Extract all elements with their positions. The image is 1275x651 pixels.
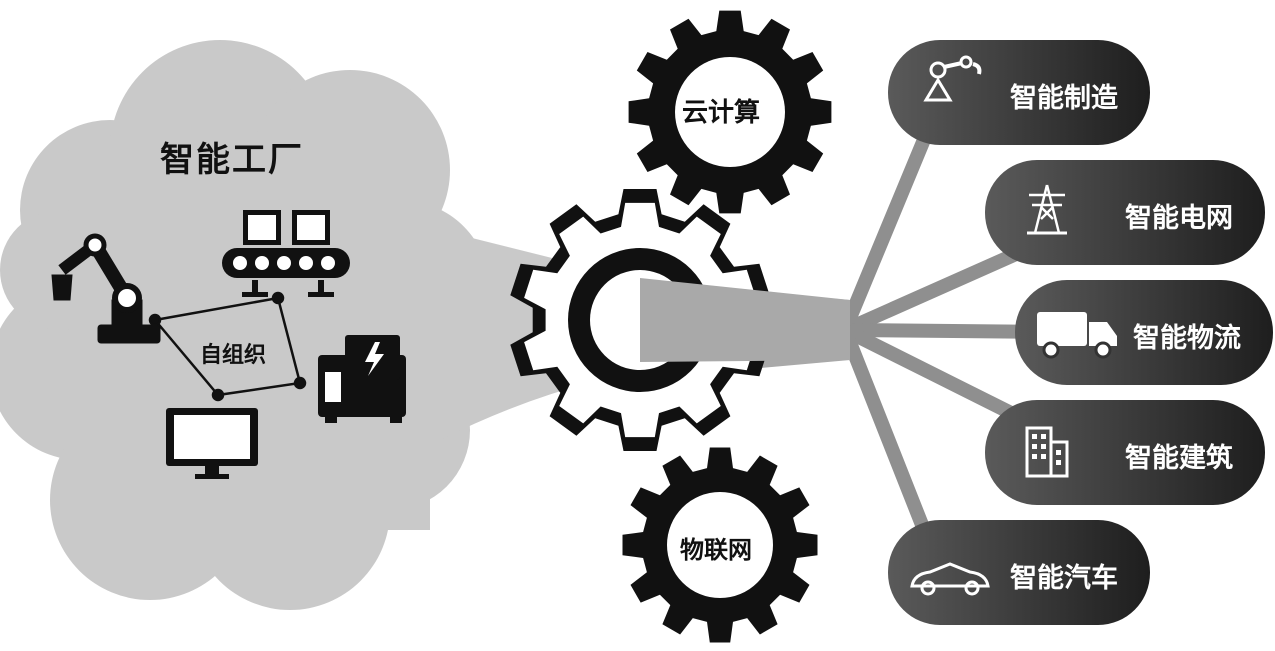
gear-label-iot: 物联网 [680, 536, 752, 564]
building-icon [1025, 426, 1069, 478]
application-label: 智能电网 [1125, 203, 1233, 234]
application-pill[interactable] [985, 400, 1265, 505]
connector-lines [838, 123, 1062, 547]
network-label: 自组织 [200, 343, 267, 368]
gear-label-cloud-computing: 云计算 [682, 98, 761, 128]
application-label: 智能物流 [1133, 323, 1241, 354]
conveyor-icon [222, 210, 350, 297]
connector-line [838, 123, 935, 337]
robot-arm-icon [923, 55, 982, 102]
smart-factory-cloud [0, 40, 600, 610]
application-pill[interactable] [985, 160, 1265, 265]
connector-line [838, 323, 935, 547]
robot-arm-icon [51, 233, 161, 344]
connector-line [838, 323, 1032, 427]
application-pill[interactable] [1015, 280, 1273, 385]
car-icon [910, 562, 990, 596]
application-label: 智能建筑 [1125, 443, 1233, 474]
application-label: 智能汽车 [1010, 563, 1118, 594]
application-label: 智能制造 [1010, 83, 1118, 114]
factory-title: 智能工厂 [160, 140, 304, 180]
power-tower-icon [1027, 184, 1067, 235]
generator-icon [318, 335, 406, 423]
connector-line [838, 243, 1032, 337]
self-organizing-network [148, 291, 307, 402]
application-pill[interactable] [888, 520, 1150, 625]
monitor-icon [166, 408, 258, 479]
truck-icon [1037, 312, 1117, 359]
